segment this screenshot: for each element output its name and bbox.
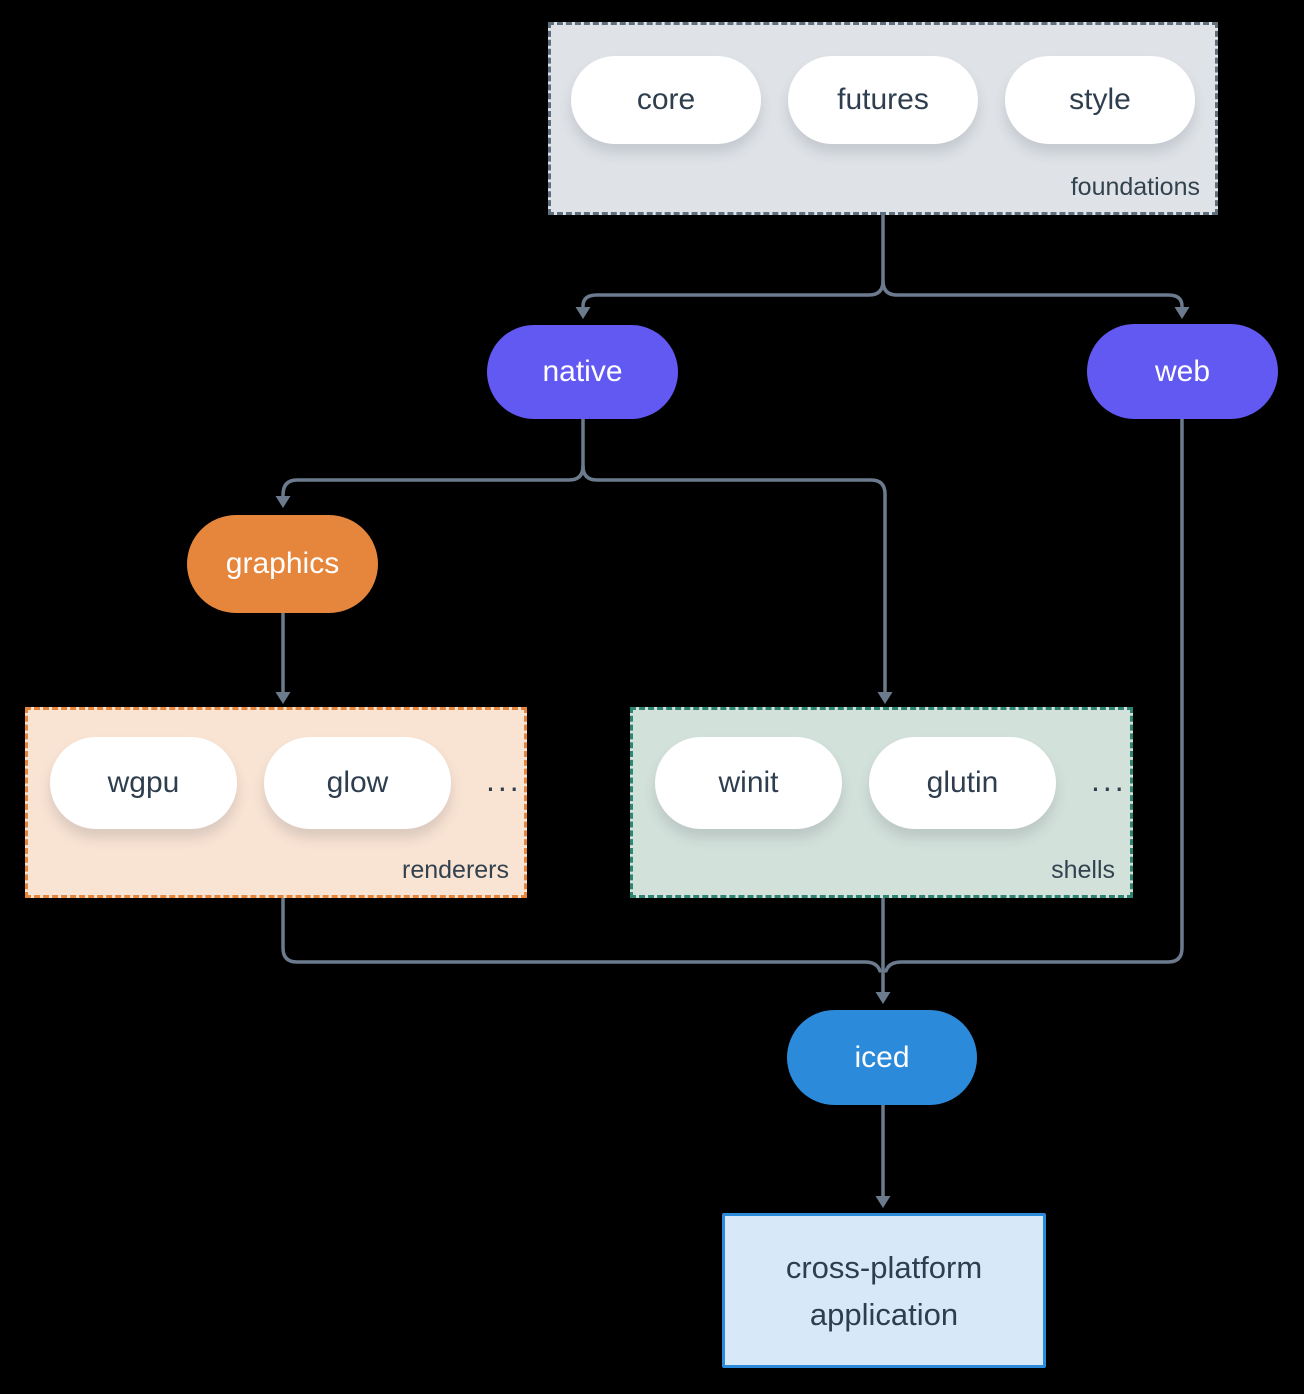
shells-label: shells: [1051, 856, 1115, 884]
node-graphics: graphics: [187, 515, 378, 613]
foundations-label: foundations: [1070, 173, 1200, 201]
node-native: native: [487, 325, 678, 419]
pill-style: style: [1005, 56, 1195, 144]
shells-ellipsis: ...: [1091, 761, 1127, 798]
node-iced: iced: [787, 1010, 977, 1105]
arrowhead-shells: [877, 692, 893, 704]
edge-renderers-iced: [281, 896, 882, 973]
shells-pill-row: winit glutin ...: [633, 737, 1130, 829]
arrowhead-native: [575, 307, 591, 319]
renderers-group: wgpu glow ... renderers: [25, 707, 527, 898]
arrowhead-renderers: [275, 692, 291, 704]
edge-native-shells: [581, 464, 887, 693]
edge-foundations-web: [881, 279, 1184, 308]
edge-foundations-native: [581, 213, 885, 308]
pill-glow: glow: [264, 737, 451, 829]
renderers-ellipsis: ...: [486, 761, 522, 798]
application-box: cross-platform application: [722, 1213, 1046, 1368]
arrowhead-application: [875, 1196, 891, 1208]
pill-wgpu: wgpu: [50, 737, 237, 829]
arrowhead-graphics: [275, 496, 291, 508]
pill-futures: futures: [788, 56, 978, 144]
edge-web-iced: [884, 417, 1184, 973]
shells-group: winit glutin ... shells: [630, 707, 1133, 898]
arrowhead-web: [1174, 307, 1190, 319]
pill-core: core: [571, 56, 761, 144]
foundations-group: core futures style foundations: [548, 22, 1218, 215]
renderers-label: renderers: [402, 856, 509, 884]
foundations-pill-row: core futures style: [551, 56, 1215, 144]
application-label-line2: application: [809, 1296, 959, 1332]
renderers-pill-row: wgpu glow ...: [28, 737, 524, 829]
edge-native-graphics: [281, 417, 585, 497]
pill-winit: winit: [655, 737, 842, 829]
arrowhead-iced: [875, 992, 891, 1004]
node-web: web: [1087, 324, 1278, 419]
application-label-line1: cross-platform: [785, 1249, 983, 1285]
pill-glutin: glutin: [869, 737, 1056, 829]
